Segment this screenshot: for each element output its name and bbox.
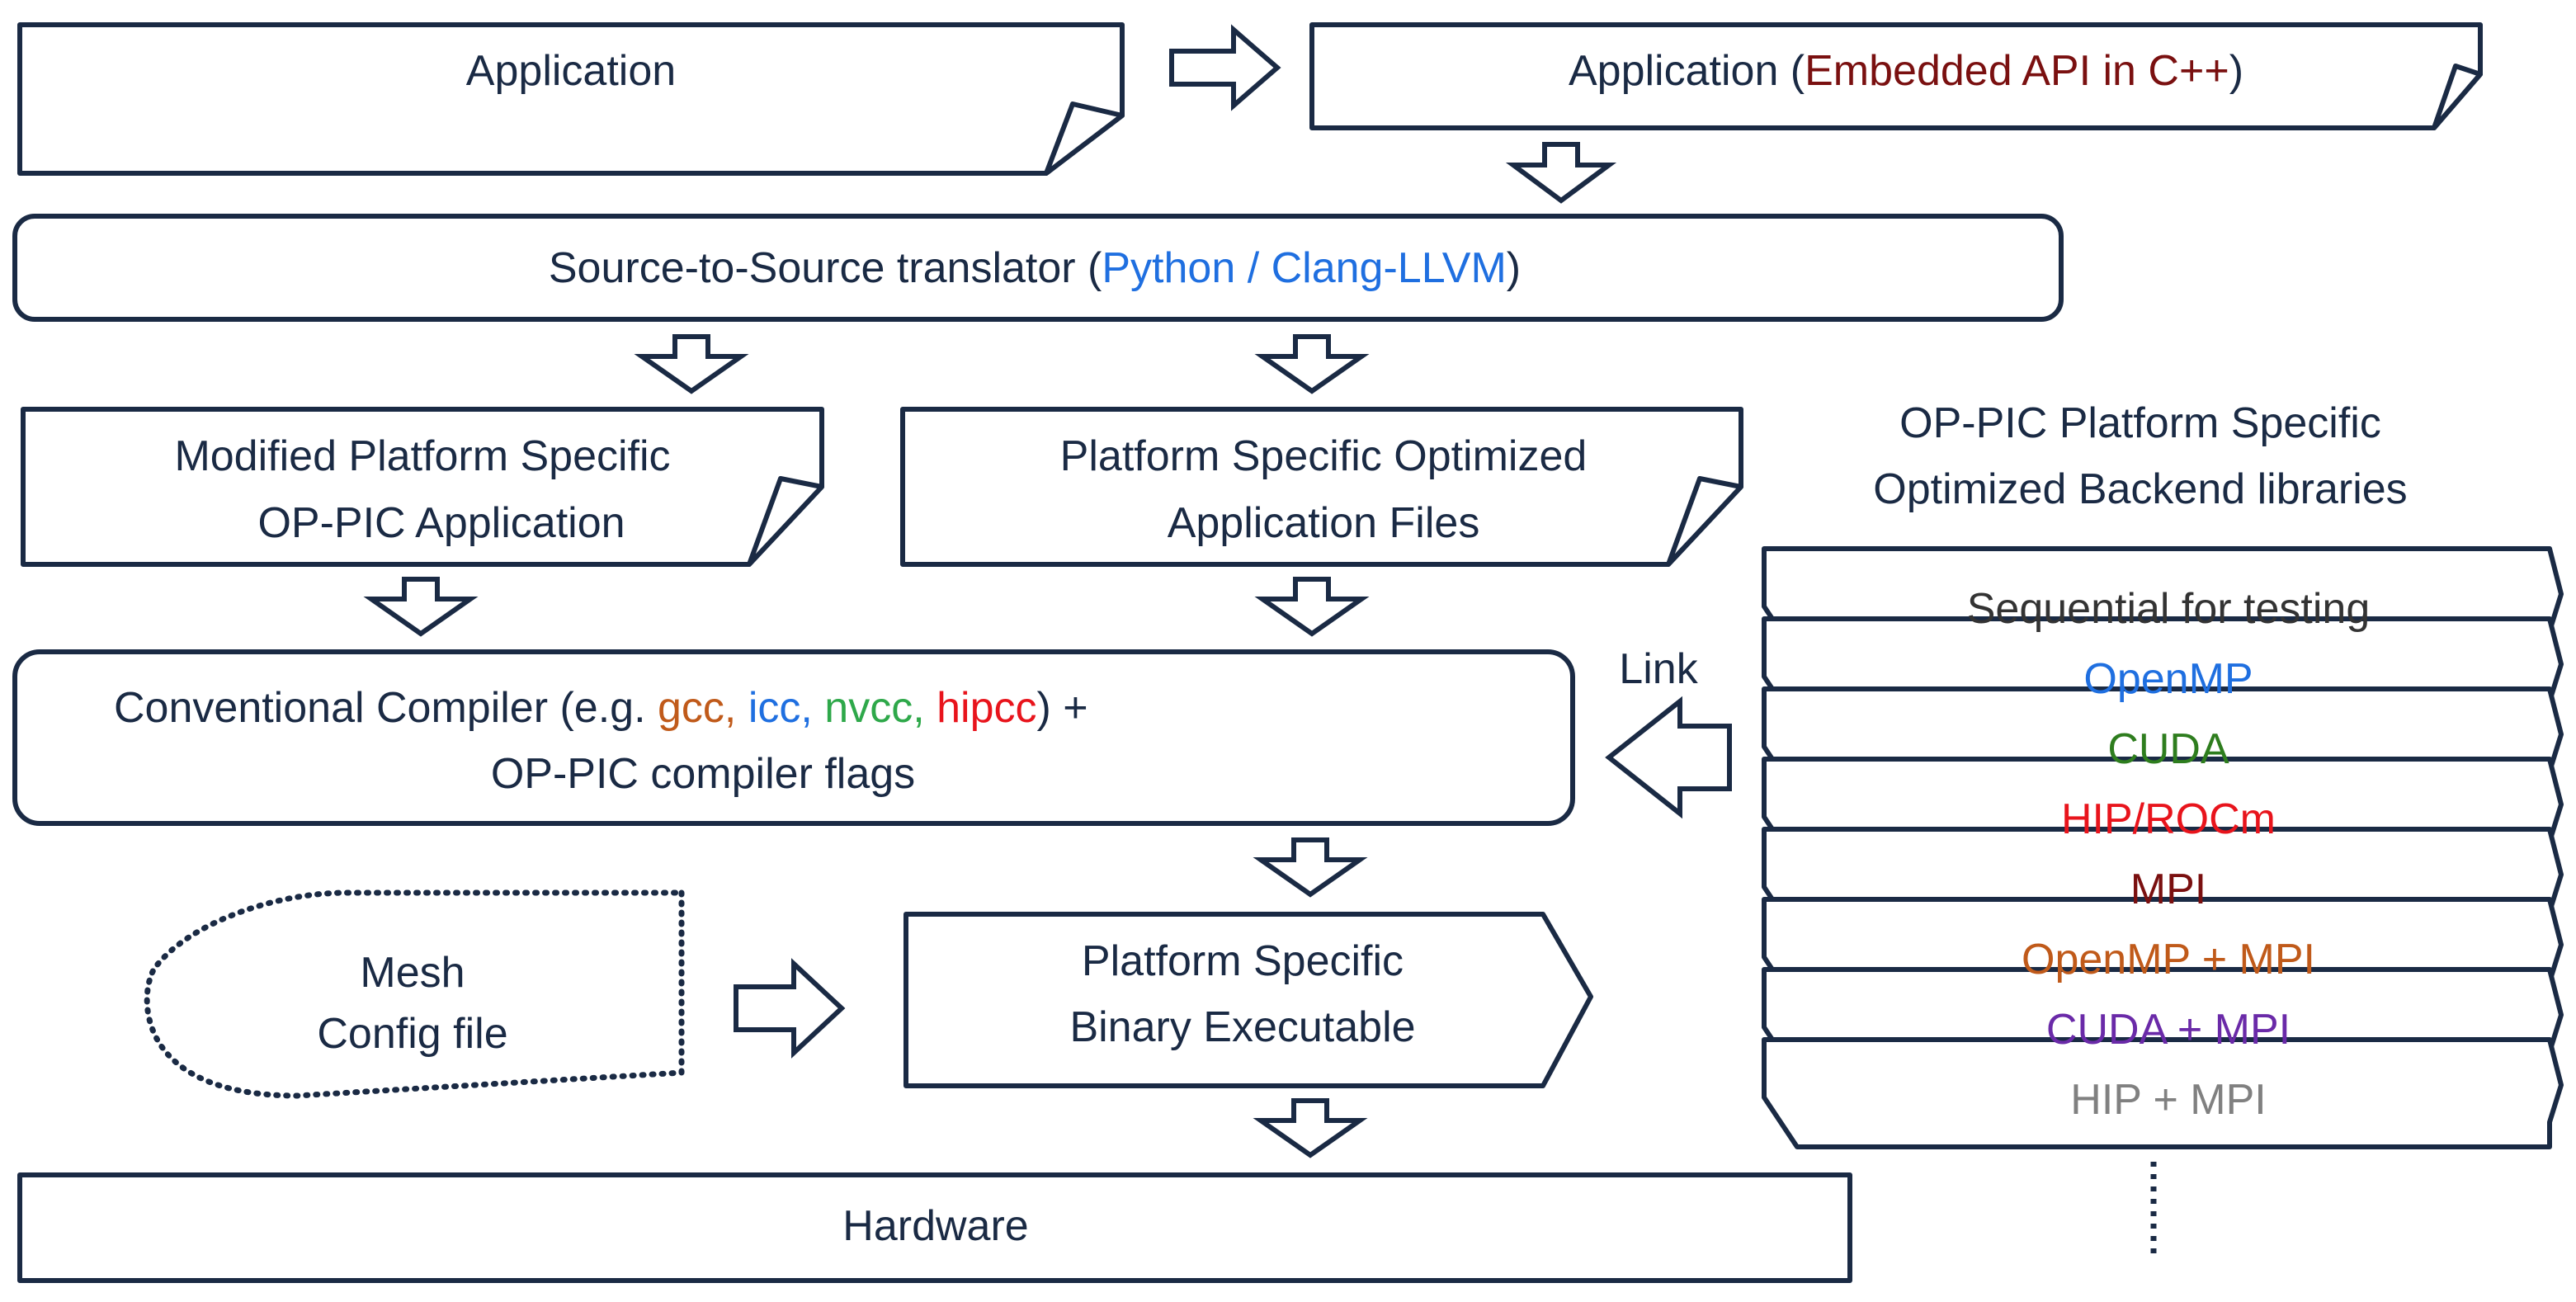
application-embedded-box: Application (Embedded API in C++) (1309, 22, 2483, 130)
backend-item-label: MPI (2130, 866, 2206, 913)
embedded-api-label: Embedded API in C++ (1805, 47, 2229, 95)
hipcc-label: hipcc (925, 684, 1037, 732)
mesh-line1: Mesh (360, 949, 465, 997)
down-arrow-icon (1254, 577, 1370, 637)
link-label: Link (1619, 645, 1698, 693)
application-box: Application (17, 22, 1125, 176)
hardware-box: Hardware (17, 1172, 1852, 1283)
down-arrow-icon (363, 577, 479, 637)
compiler-line1: Conventional Compiler (e.g. gcc, icc, nv… (114, 684, 1088, 732)
down-arrow-icon (1253, 1098, 1368, 1158)
backend-item-label: CUDA (2107, 725, 2229, 773)
icc-label: icc, (736, 684, 812, 732)
backend-item-label: HIP + MPI (2070, 1076, 2266, 1124)
backend-item-label: HIP/ROCm (2061, 795, 2276, 843)
backend-item-label: Sequential for testing (1967, 585, 2371, 633)
backends-title-line1: OP-PIC Platform Specific (1899, 399, 2381, 447)
binary-line2: Binary Executable (1069, 1003, 1415, 1051)
backend-item-label: CUDA + MPI (2046, 1006, 2291, 1054)
binary-executable-box: Platform Specific Binary Executable (903, 912, 1593, 1088)
down-arrow-icon (634, 334, 749, 394)
down-arrow-icon (1505, 142, 1617, 204)
compiler-line2: OP-PIC compiler flags (491, 750, 915, 798)
optimized-files-line2: Application Files (1168, 499, 1480, 547)
binary-line1: Platform Specific (1082, 937, 1404, 985)
backend-tab-shape (1762, 1037, 2564, 1149)
application-label: Application (466, 47, 676, 95)
backend-item-label: OpenMP + MPI (2022, 936, 2315, 984)
mesh-config-box: Mesh Config file (144, 889, 685, 1099)
right-arrow-icon (734, 958, 846, 1059)
gcc-label: gcc, (658, 684, 736, 732)
application-embedded-label: Application (Embedded API in C++) (1569, 47, 2243, 95)
modified-app-line1: Modified Platform Specific (174, 432, 670, 480)
right-arrow-icon (1169, 24, 1281, 111)
hardware-label: Hardware (842, 1202, 1028, 1250)
down-arrow-icon (1254, 334, 1370, 394)
optimized-files-line1: Platform Specific Optimized (1060, 432, 1588, 480)
link-arrow-icon (1605, 696, 1732, 819)
mesh-line2: Config file (317, 1010, 507, 1058)
down-arrow-icon (1253, 837, 1368, 898)
translator-box: Source-to-Source translator (Python / Cl… (12, 214, 2064, 322)
optimized-files-box: Platform Specific Optimized Application … (900, 407, 1743, 567)
translator-label: Source-to-Source translator (Python / Cl… (549, 244, 1521, 292)
backend-item-label: OpenMP (2083, 655, 2253, 703)
modified-application-box: Modified Platform Specific OP-PIC Applic… (21, 407, 824, 567)
backends-title-line2: Optimized Backend libraries (1873, 465, 2407, 513)
compiler-box: Conventional Compiler (e.g. gcc, icc, nv… (12, 649, 1575, 826)
python-llvm-label: Python / Clang-LLVM (1102, 244, 1506, 292)
nvcc-label: nvcc, (813, 684, 925, 732)
modified-app-line2: OP-PIC Application (257, 499, 625, 547)
